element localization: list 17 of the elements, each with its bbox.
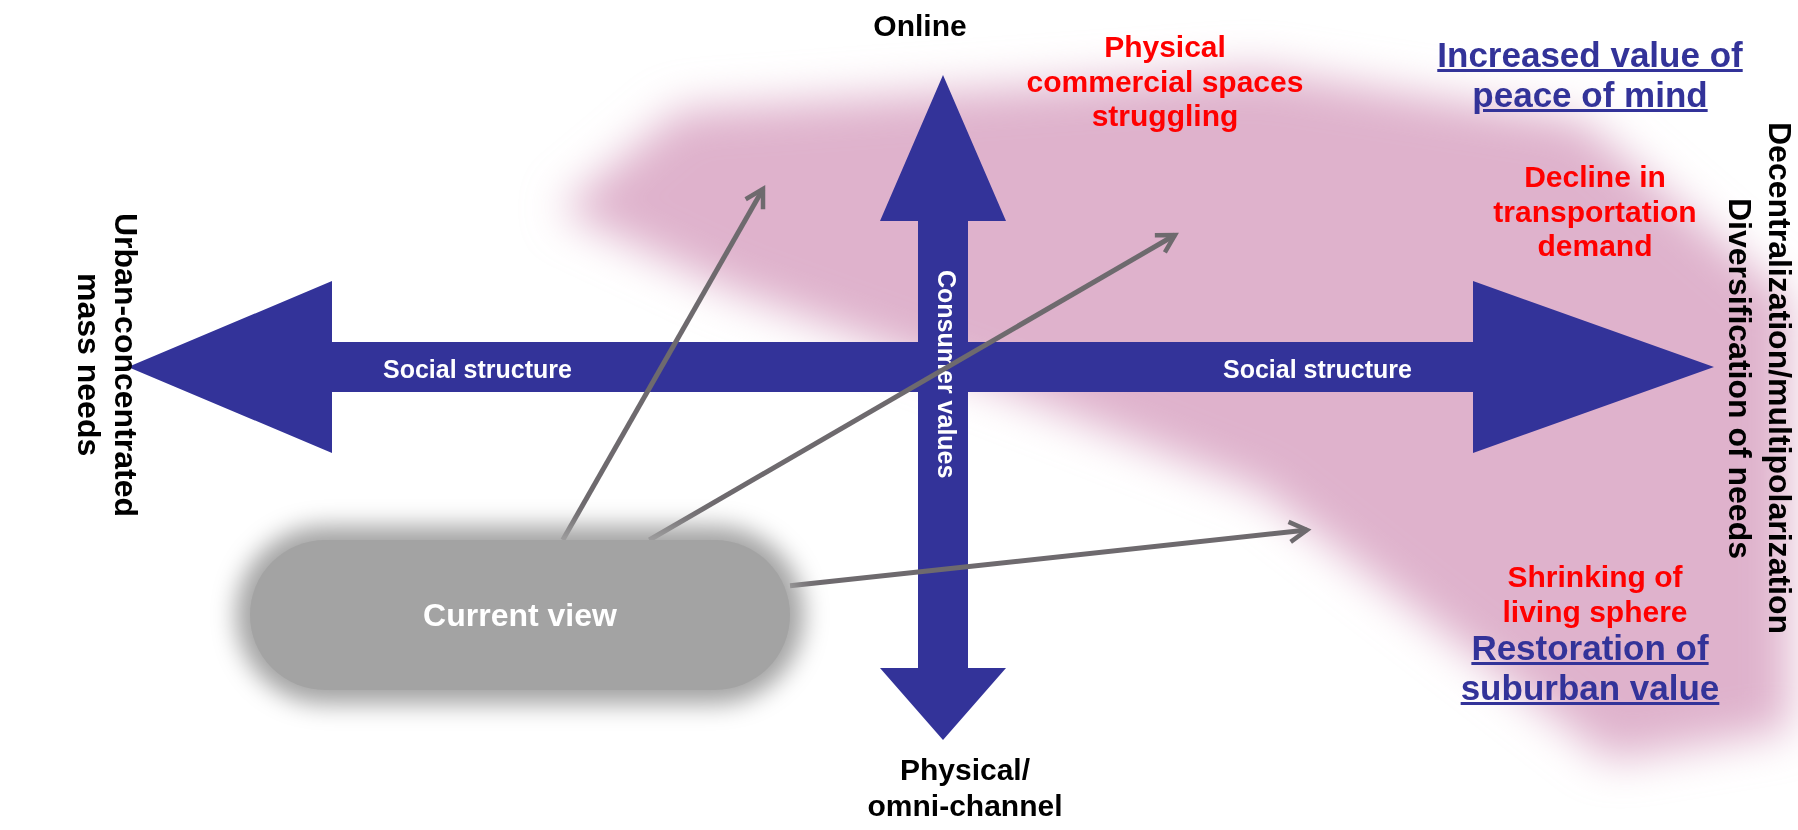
axis-text: Social structure bbox=[1223, 354, 1412, 385]
axis-label: Decentralization/multipolarization bbox=[1762, 120, 1798, 637]
value-label: Restoration of suburban value bbox=[1459, 628, 1721, 709]
axis-label: Online bbox=[872, 8, 968, 44]
arrow bbox=[789, 519, 1310, 589]
axis-label: Diversification of needs bbox=[1722, 196, 1758, 561]
arrow bbox=[560, 186, 766, 542]
axis-text: Social structure bbox=[383, 354, 572, 385]
blurred-pill: Current view bbox=[250, 540, 790, 690]
trend-label: Decline in transportation demand bbox=[1492, 160, 1698, 264]
axis-label: Physical/ omni-channel bbox=[866, 752, 1064, 824]
trend-label: Shrinking of living sphere bbox=[1501, 560, 1689, 629]
trend-label: Physical commercial spaces struggling bbox=[1025, 30, 1305, 134]
value-label: Increased value of peace of mind bbox=[1436, 35, 1744, 116]
arrow bbox=[648, 232, 1178, 543]
axis-text: Consumer values bbox=[931, 270, 962, 479]
axis-label: Urban-concentrated mass needs bbox=[70, 211, 144, 519]
